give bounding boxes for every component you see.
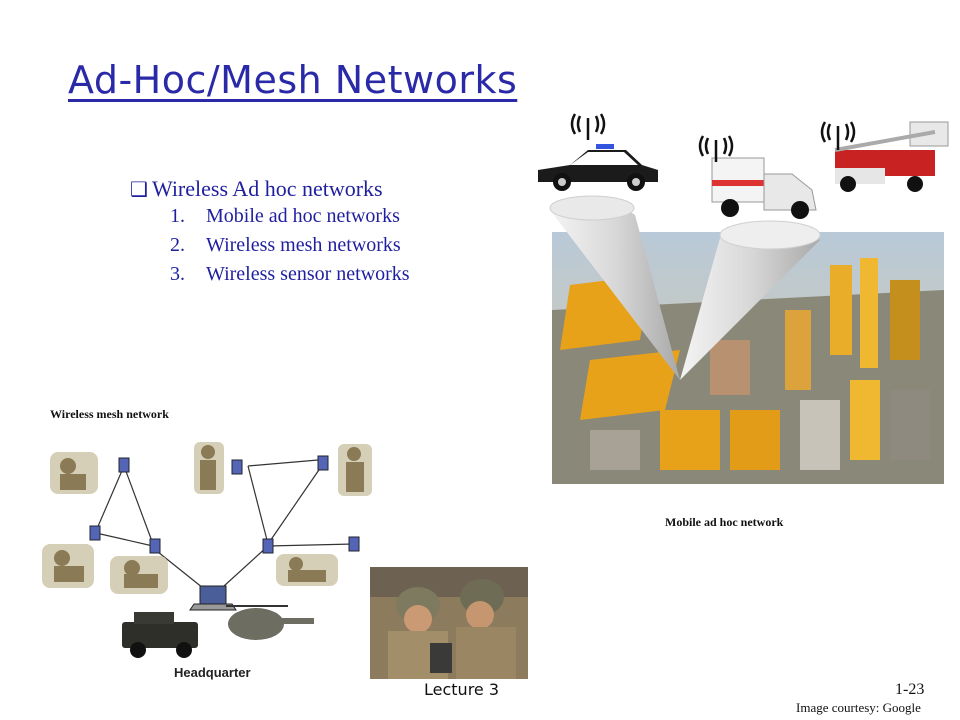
slide-number: 1-23 xyxy=(895,681,925,698)
mobile-adhoc-illustration xyxy=(538,113,949,484)
humvee-vehicle xyxy=(122,612,198,658)
mesh-network-caption: Wireless mesh network xyxy=(50,407,169,421)
bullet-main-label: Wireless Ad hoc networks xyxy=(151,176,383,201)
ambulance xyxy=(711,157,817,219)
bullet-main: ❑ Wireless Ad hoc networks xyxy=(130,176,410,202)
pda-icon xyxy=(118,457,130,473)
antenna-icon xyxy=(698,135,734,162)
pda-icon xyxy=(149,538,161,554)
helicopter xyxy=(226,605,314,640)
soldiers-photo xyxy=(370,567,528,679)
laptop-icon xyxy=(189,585,237,611)
fire-truck xyxy=(834,121,949,192)
footer-lecture: Lecture 3 xyxy=(424,680,500,699)
list-item: 1. Mobile ad hoc networks xyxy=(170,205,400,227)
mobile-network-caption: Mobile ad hoc network xyxy=(665,515,784,529)
checkbox-bullet-icon: ❑ xyxy=(130,177,148,201)
image-courtesy: Image courtesy: Google xyxy=(796,700,921,715)
soldier-figures xyxy=(42,442,372,594)
page-title: Ad-Hoc/Mesh Networks xyxy=(68,58,518,102)
pda-icon xyxy=(231,459,243,475)
list-item: 2. Wireless mesh networks xyxy=(170,234,401,256)
pda-icon xyxy=(348,536,360,552)
mesh-network-diagram: Headquarter xyxy=(42,442,372,680)
signal-beams xyxy=(549,195,821,380)
pda-icon xyxy=(89,525,101,541)
antenna-icon xyxy=(820,121,856,150)
headquarter-label: Headquarter xyxy=(174,665,251,680)
antenna-icon xyxy=(570,113,606,140)
pda-icon xyxy=(317,455,329,471)
bullet-list: ❑ Wireless Ad hoc networks 1. Mobile ad … xyxy=(130,176,410,289)
pda-icon xyxy=(262,538,274,554)
list-item: 3. Wireless sensor networks xyxy=(170,263,410,285)
police-car xyxy=(538,144,658,191)
